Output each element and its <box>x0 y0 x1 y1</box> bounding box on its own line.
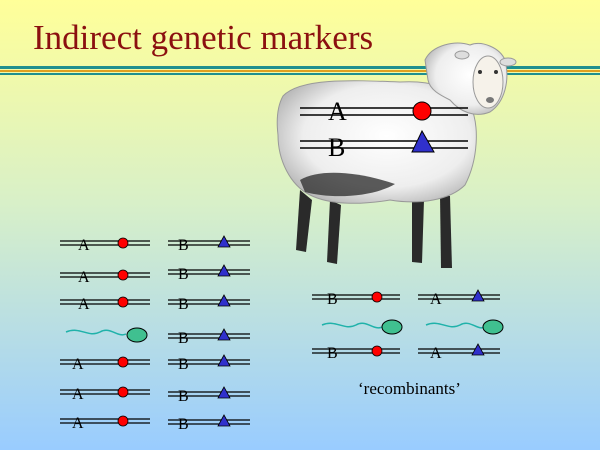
chromosome-pair: B <box>312 345 400 362</box>
chromosome-label: B <box>178 237 189 254</box>
red-marker-icon <box>117 269 129 281</box>
sheep-chromosome-b: B <box>300 129 468 162</box>
chromosome-label: B <box>178 296 189 313</box>
chromosome-pair: B <box>168 354 250 373</box>
chromosome-pair: A <box>60 269 150 286</box>
chromosome-label: B <box>327 291 338 308</box>
sperm-icon <box>425 319 504 335</box>
chromosome-label: A <box>78 269 90 286</box>
chromosome-label: B <box>327 345 338 362</box>
chromosome-pair: A <box>60 237 150 254</box>
recombinants-caption: ‘recombinants’ <box>358 379 461 398</box>
blue-marker-icon <box>217 235 231 248</box>
blue-marker-icon <box>217 414 231 427</box>
chromosome-label: B <box>178 388 189 405</box>
sheep-chromosome-a-label: A <box>328 97 347 126</box>
chromosome-pair: B <box>168 386 250 405</box>
chromosome-pair: B <box>168 235 250 254</box>
blue-marker-icon <box>217 386 231 399</box>
red-marker-icon <box>371 291 383 303</box>
red-marker-icon <box>117 386 129 398</box>
red-marker-icon <box>117 415 129 427</box>
red-marker-icon <box>117 237 129 249</box>
red-marker-icon <box>117 356 129 368</box>
chromosome-pair: A <box>418 343 500 362</box>
blue-marker-icon <box>217 354 231 367</box>
blue-marker-icon <box>471 343 485 356</box>
chromosome-label: A <box>72 386 84 403</box>
chromosome-label: A <box>72 356 84 373</box>
chromosome-pair: A <box>60 415 150 432</box>
blue-marker-icon <box>217 294 231 307</box>
sperm-icon <box>65 327 148 343</box>
red-marker-icon <box>412 101 432 121</box>
chromosome-label: A <box>78 237 90 254</box>
chromosome-pair: B <box>168 264 250 283</box>
blue-marker-icon <box>471 289 485 302</box>
chromosome-label: B <box>178 330 189 347</box>
sheep-chromosome-a: A <box>300 97 468 126</box>
red-marker-icon <box>371 345 383 357</box>
chromosome-pair: B <box>168 294 250 313</box>
blue-marker-icon <box>217 264 231 277</box>
chromosome-pair: B <box>312 291 400 308</box>
chromosome-label: B <box>178 416 189 433</box>
slide-title: Indirect genetic markers <box>33 18 374 57</box>
chromosome-label: A <box>78 296 90 313</box>
chromosome-pair: A <box>418 289 500 308</box>
chromosome-label: A <box>72 415 84 432</box>
blue-marker-icon <box>411 129 435 153</box>
title-underline <box>0 66 600 75</box>
chromosome-label: A <box>430 345 442 362</box>
chromosome-pair: B <box>168 414 250 433</box>
chromosome-label: B <box>178 266 189 283</box>
sperm-icon <box>321 319 403 335</box>
chromosome-pair: A <box>60 356 150 373</box>
chromosome-pair: A <box>60 386 150 403</box>
red-marker-icon <box>117 296 129 308</box>
recombinant-right-group: AA <box>418 289 500 362</box>
chromosome-pair: A <box>60 296 150 313</box>
sheep-chromosome-b-label: B <box>328 133 345 162</box>
chromosome-label: A <box>430 291 442 308</box>
chromosome-label: B <box>178 356 189 373</box>
recombinant-left-group: BB <box>312 291 400 362</box>
blue-marker-icon <box>217 328 231 341</box>
chromosome-pair: B <box>168 328 250 347</box>
